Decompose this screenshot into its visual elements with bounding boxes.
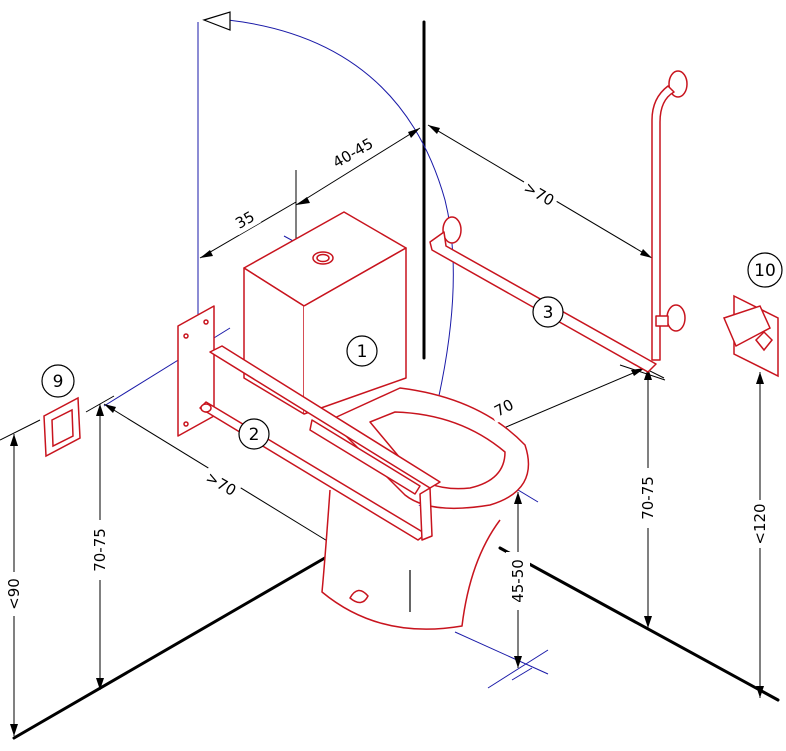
dispenser-diamond	[754, 330, 774, 352]
callout-2-circle	[238, 418, 270, 450]
toilet-icon	[243, 211, 530, 630]
drain-symbol	[349, 589, 369, 604]
dim-lt120-label: <120	[751, 503, 769, 544]
callout-2: 2	[249, 425, 260, 445]
arrow-head-icon	[104, 404, 116, 413]
callout-10: 10	[754, 261, 776, 281]
floor-line-left	[12, 553, 332, 740]
cistern-side	[303, 247, 407, 415]
vertical-bar	[651, 85, 675, 361]
floor-dim-line	[454, 631, 549, 675]
arrow-head-icon	[408, 128, 420, 138]
arrow-head-icon	[10, 434, 18, 446]
arrow-head-icon	[644, 616, 652, 628]
bar-pivot	[200, 403, 212, 413]
dim-lt90-tick-top	[0, 419, 41, 441]
switch-rocker	[51, 408, 74, 448]
dim-70-75-right-label: 70-75	[639, 476, 657, 520]
wall-plate-2	[177, 305, 215, 437]
dim-40-45-label: 40-45	[330, 134, 377, 171]
arrow-head-icon	[514, 492, 522, 504]
dim-40-45-line	[295, 127, 421, 206]
dim-lt90-label: <90	[5, 578, 23, 610]
floor-line-right	[498, 546, 780, 702]
callout-3-circle	[532, 296, 564, 328]
arrow-head-icon	[514, 656, 522, 668]
callout-1: 1	[357, 342, 368, 362]
dim-70-front-ext	[619, 364, 666, 381]
callouts	[41, 252, 783, 450]
arrow-heads	[10, 125, 764, 736]
dim-70-75-left-label: 70-75	[91, 528, 109, 572]
rosette-left	[442, 216, 462, 244]
flush-button	[312, 251, 334, 265]
swing-arc	[227, 19, 454, 471]
fold-bar-end	[419, 487, 433, 541]
fold-bar-upper	[209, 345, 441, 489]
arrow-head-icon	[10, 724, 18, 736]
plate-screw	[183, 333, 189, 339]
floor-tick-2	[511, 667, 533, 681]
dispenser-body	[722, 305, 771, 348]
arrow-head-icon	[200, 250, 213, 258]
plate-screw	[203, 319, 209, 325]
soap-dispenser-icon	[722, 294, 779, 378]
fold-bar-inner	[309, 419, 421, 495]
floor-tick-1	[487, 649, 549, 689]
rosette-mid	[666, 304, 686, 332]
room-outline	[12, 20, 780, 740]
arrow-head-icon	[756, 372, 764, 384]
flush-button-inner	[316, 253, 330, 263]
grab-bar-icon	[429, 70, 688, 373]
arrow-head-icon	[428, 125, 440, 134]
arrow-head-icon	[631, 368, 645, 376]
swing-arrow-head-icon	[202, 11, 231, 31]
callout-9-circle	[41, 364, 75, 398]
arrow-head-icon	[96, 678, 104, 690]
callout-labels: 1 2 3 9 10	[53, 261, 776, 445]
bar-return	[655, 315, 669, 327]
arrow-head-icon	[296, 197, 310, 205]
arrow-head-icon	[640, 249, 652, 258]
arrow-head-icon	[96, 404, 104, 416]
arrow-head-icon	[756, 686, 764, 698]
callout-10-circle	[747, 252, 783, 288]
callout-1-circle	[346, 335, 378, 367]
plate-screw	[183, 421, 189, 427]
callout-3: 3	[543, 303, 554, 323]
callout-9: 9	[53, 372, 64, 392]
arrow-head-icon	[644, 368, 652, 380]
wall-switch-icon	[43, 396, 81, 458]
pedestal	[321, 489, 501, 630]
dim-45-50-label: 45-50	[509, 559, 527, 603]
dim-35-line	[199, 201, 297, 259]
